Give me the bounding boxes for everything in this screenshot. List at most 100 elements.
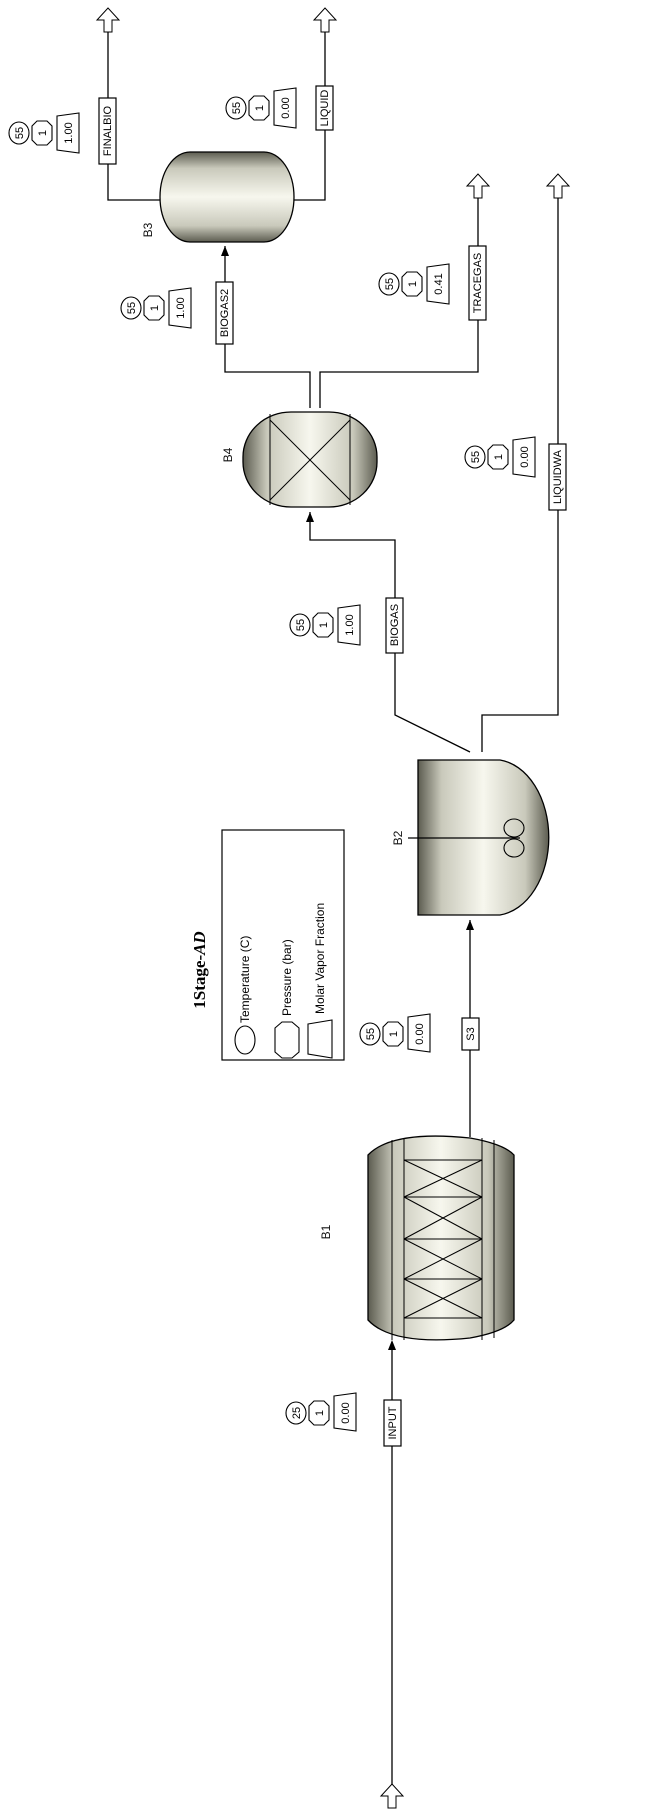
svg-text:0.00: 0.00: [280, 97, 292, 118]
biogas-result-tags: 55 1 1.00: [289, 604, 361, 646]
diagram-title: 1Stage-AD: [190, 931, 209, 1008]
stream-label-finalbio[interactable]: FINALBIO: [98, 97, 117, 165]
vapor-fraction-tag: [168, 287, 192, 329]
svg-text:0.00: 0.00: [414, 1023, 426, 1044]
s3-result-tags: 55 1 0.00: [359, 1013, 431, 1053]
b1-label: B1: [319, 1224, 333, 1239]
vapor-fraction-tag: [407, 1013, 431, 1053]
svg-text:0.00: 0.00: [340, 1402, 352, 1423]
b3-vessel: [159, 151, 295, 243]
svg-text:1: 1: [149, 305, 161, 311]
pressure-tag: [31, 120, 53, 146]
svg-text:BIOGAS: BIOGAS: [389, 604, 401, 646]
svg-text:BIOGAS2: BIOGAS2: [219, 289, 231, 337]
vapor-fraction-tag: [426, 263, 450, 305]
legend-temperature-icon: [234, 1025, 256, 1055]
block-b1[interactable]: B1: [319, 1135, 515, 1341]
svg-text:0.41: 0.41: [433, 273, 445, 294]
biogas-stream-line[interactable]: [309, 512, 471, 753]
block-b2[interactable]: B2: [391, 759, 550, 916]
svg-text:55: 55: [470, 451, 482, 463]
stream-label-input[interactable]: INPUT: [383, 1399, 402, 1447]
vapor-fraction-tag: [56, 112, 80, 154]
stream-label-liquidwa[interactable]: LIQUIDWA: [548, 443, 567, 511]
svg-text:1.00: 1.00: [63, 122, 75, 143]
b1-vessel: [367, 1135, 515, 1341]
stream-arrowheads: [221, 246, 474, 1350]
biogas2-stream-line[interactable]: [224, 246, 311, 408]
input-feed-arrow-icon: [379, 1783, 405, 1809]
pressure-tag: [487, 444, 509, 470]
block-b4[interactable]: B4: [221, 411, 378, 508]
tracegas-stream-line[interactable]: [319, 195, 479, 408]
biogas-arrowhead: [306, 512, 314, 522]
stream-label-liquid[interactable]: LIQUID: [315, 85, 334, 131]
svg-text:1: 1: [318, 622, 330, 628]
svg-text:1.00: 1.00: [175, 297, 187, 318]
vapor-fraction-tag: [512, 436, 536, 478]
pressure-tag: [312, 612, 334, 638]
stream-label-tracegas[interactable]: TRACEGAS: [468, 245, 487, 321]
temperature-tag: [225, 96, 247, 120]
pressure-tag: [143, 295, 165, 321]
finalbio-product-arrow-icon: [95, 7, 121, 33]
svg-text:1.00: 1.00: [344, 614, 356, 635]
pressure-tag: [382, 1021, 404, 1047]
vapor-fraction-tag: [333, 1392, 357, 1432]
pressure-tag: [308, 1400, 330, 1426]
temperature-tag: [285, 1401, 307, 1425]
stream-label-biogas[interactable]: BIOGAS: [385, 597, 404, 654]
tracegas-result-tags: 55 1 0.41: [378, 263, 450, 305]
b2-impeller-icon: [503, 818, 525, 838]
b2-label: B2: [391, 830, 405, 845]
temperature-tag: [464, 445, 486, 469]
svg-text:S3: S3: [465, 1027, 477, 1040]
svg-text:1: 1: [388, 1031, 400, 1037]
legend-pressure-label: Pressure (bar): [280, 939, 294, 1016]
legend-vapor-fraction-label: Molar Vapor Fraction: [313, 903, 327, 1014]
svg-text:55: 55: [365, 1028, 377, 1040]
svg-text:55: 55: [231, 102, 243, 114]
legend-vapor-fraction-icon: [307, 1019, 333, 1059]
liquidwa-product-arrow-icon: [545, 173, 571, 199]
temperature-tag: [8, 121, 30, 145]
biogas2-arrowhead: [221, 246, 229, 256]
temperature-tag: [289, 613, 311, 637]
svg-text:FINALBIO: FINALBIO: [102, 105, 114, 156]
feed-product-arrows: [95, 7, 571, 1809]
input-result-tags: 25 1 0.00: [285, 1392, 357, 1432]
svg-text:1: 1: [493, 454, 505, 460]
finalbio-stream-line[interactable]: [107, 30, 160, 201]
svg-text:1: 1: [254, 105, 266, 111]
legend-temperature-label: Temperature (C): [238, 936, 252, 1023]
liquidwa-result-tags: 55 1 0.00: [464, 436, 536, 478]
temperature-tag: [378, 272, 400, 296]
svg-text:0.00: 0.00: [519, 446, 531, 467]
vapor-fraction-tag: [273, 87, 297, 129]
temperature-tag: [120, 296, 142, 320]
legend: Temperature (C) Pressure (bar) Molar Vap…: [221, 829, 345, 1061]
pressure-tag: [248, 95, 270, 121]
svg-text:LIQUID: LIQUID: [319, 90, 331, 127]
block-b3[interactable]: B3: [141, 151, 295, 243]
finalbio-result-tags: 55 1 1.00: [8, 112, 80, 154]
svg-text:1: 1: [407, 281, 419, 287]
svg-text:LIQUIDWA: LIQUIDWA: [552, 449, 564, 504]
temperature-tag: [359, 1022, 381, 1046]
svg-text:55: 55: [295, 619, 307, 631]
biogas2-result-tags: 55 1 1.00: [120, 287, 192, 329]
stream-label-biogas2[interactable]: BIOGAS2: [215, 281, 234, 345]
input-arrowhead: [388, 1340, 396, 1350]
b4-label: B4: [221, 447, 235, 462]
svg-text:55: 55: [126, 302, 138, 314]
tracegas-product-arrow-icon: [465, 173, 491, 199]
stream-label-s3[interactable]: S3: [461, 1017, 480, 1051]
svg-text:INPUT: INPUT: [387, 1406, 399, 1439]
svg-text:1: 1: [37, 130, 49, 136]
svg-text:TRACEGAS: TRACEGAS: [472, 253, 484, 314]
pressure-tag: [401, 271, 423, 297]
legend-pressure-icon: [274, 1021, 300, 1059]
svg-text:55: 55: [14, 127, 26, 139]
vapor-fraction-tag: [337, 604, 361, 646]
